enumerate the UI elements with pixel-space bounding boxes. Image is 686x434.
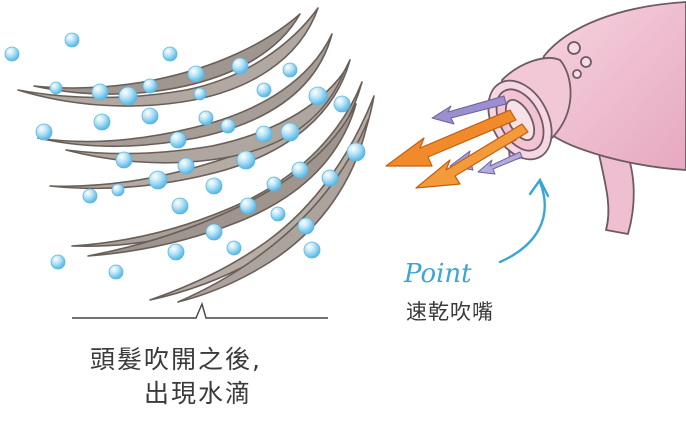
water-droplet bbox=[239, 197, 257, 215]
water-droplet bbox=[266, 176, 282, 192]
hair-strand bbox=[37, 33, 333, 148]
water-droplet bbox=[205, 177, 223, 195]
water-droplet bbox=[220, 118, 236, 134]
water-droplet bbox=[162, 46, 178, 62]
hair-strand bbox=[177, 119, 369, 303]
airflow-arrow-purple bbox=[431, 95, 507, 125]
point-label: Point bbox=[404, 259, 472, 289]
water-droplet bbox=[142, 78, 158, 94]
hair-strand bbox=[33, 13, 301, 95]
water-droplet bbox=[4, 46, 20, 62]
water-droplet bbox=[177, 157, 195, 175]
water-droplets bbox=[4, 32, 366, 280]
water-droplet bbox=[291, 161, 309, 179]
water-droplet bbox=[346, 142, 366, 162]
water-droplet bbox=[187, 65, 205, 83]
water-droplet bbox=[321, 169, 339, 187]
water-droplet bbox=[205, 223, 223, 241]
airflow-arrow-orange bbox=[415, 123, 529, 189]
water-droplet bbox=[226, 240, 242, 256]
water-droplet bbox=[93, 113, 111, 131]
water-droplet bbox=[256, 82, 272, 98]
hair-strand bbox=[87, 103, 357, 257]
feature-label: 速乾吹嘴 bbox=[406, 300, 494, 324]
water-droplet bbox=[333, 95, 351, 113]
water-droplet bbox=[49, 81, 63, 95]
water-droplet bbox=[82, 188, 98, 204]
caption-left-line2: 出現水滴 bbox=[144, 379, 253, 408]
water-droplet bbox=[108, 264, 124, 280]
water-droplet bbox=[303, 241, 321, 259]
airflow-arrow-orange bbox=[385, 109, 517, 167]
water-droplet bbox=[64, 32, 80, 48]
airflow-arrow-purple bbox=[477, 151, 523, 175]
caption-underline bbox=[72, 301, 328, 319]
water-droplet bbox=[141, 107, 159, 125]
water-droplet bbox=[111, 183, 125, 197]
water-droplet bbox=[115, 151, 133, 169]
caption-left-line1: 頭髮吹開之後, bbox=[90, 345, 262, 374]
water-droplet bbox=[118, 86, 138, 106]
water-droplet bbox=[280, 122, 300, 142]
dryer-button bbox=[572, 69, 582, 79]
water-droplet bbox=[50, 254, 66, 270]
water-droplet bbox=[282, 62, 298, 78]
water-droplet bbox=[270, 206, 286, 222]
curved-arrow bbox=[498, 177, 550, 264]
water-droplet bbox=[167, 243, 185, 261]
water-droplet bbox=[171, 197, 189, 215]
water-droplet bbox=[193, 87, 207, 101]
dryer-button bbox=[580, 56, 592, 68]
water-droplet bbox=[148, 170, 168, 190]
water-droplet bbox=[236, 150, 256, 170]
water-droplet bbox=[297, 217, 315, 235]
water-droplet bbox=[35, 123, 53, 141]
water-droplet bbox=[255, 125, 273, 143]
airflow-arrows bbox=[385, 95, 529, 189]
hair-strand bbox=[17, 7, 319, 107]
water-droplet bbox=[169, 131, 187, 149]
water-droplet bbox=[231, 57, 249, 75]
water-droplet bbox=[198, 110, 214, 126]
hair-strands bbox=[17, 7, 375, 303]
water-droplet bbox=[91, 83, 109, 101]
water-droplet bbox=[308, 86, 328, 106]
dryer-handle bbox=[597, 149, 635, 235]
dryer-button bbox=[567, 41, 581, 55]
